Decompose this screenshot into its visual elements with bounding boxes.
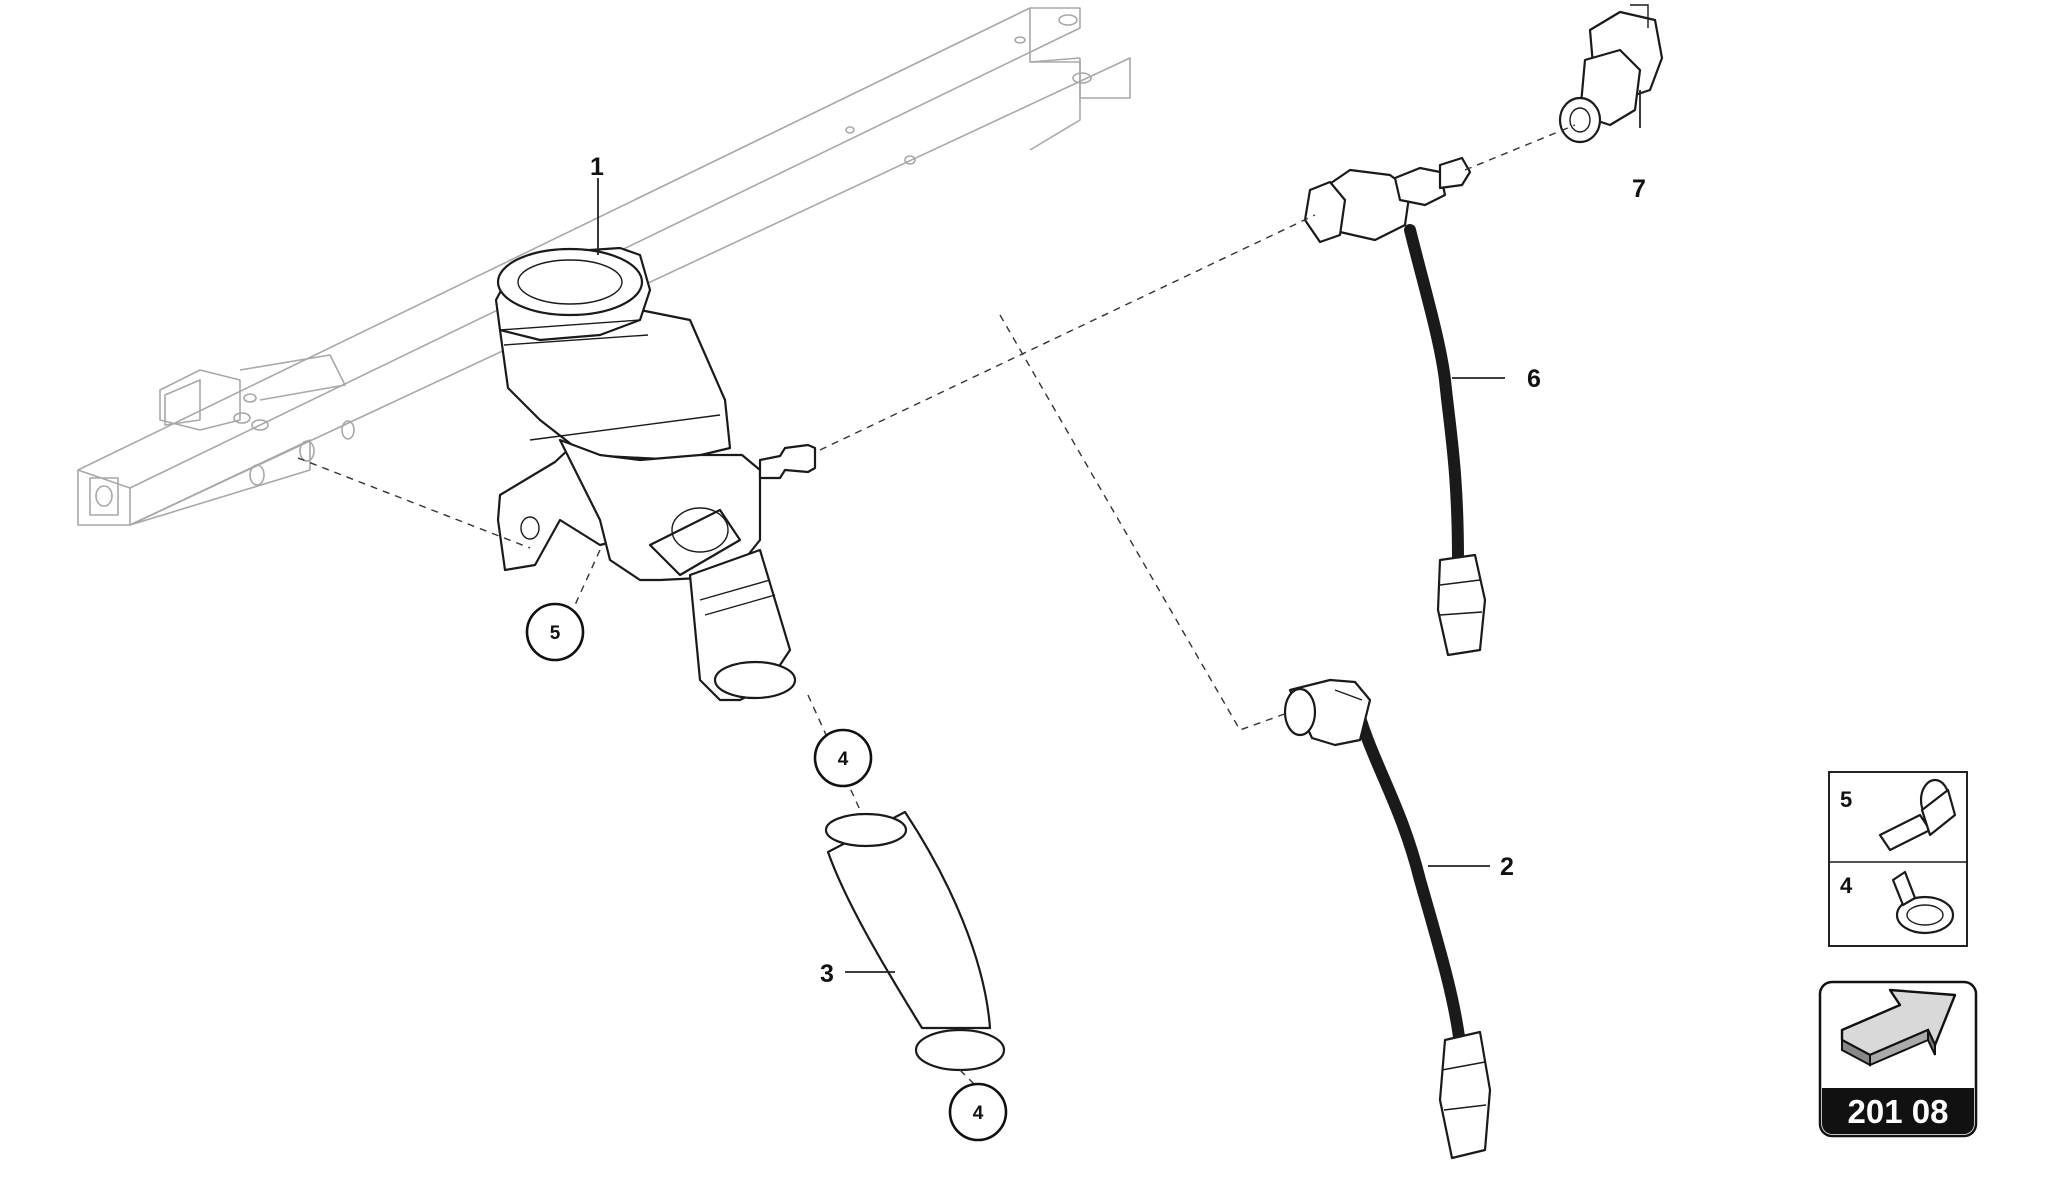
callout-7: 7 [1632, 175, 1646, 203]
callout-3: 3 [820, 960, 834, 988]
bolt-icon [1878, 778, 1957, 852]
legend-label-5: 5 [1840, 787, 1852, 812]
part-3-hose [824, 810, 1006, 1072]
circle-callout-4-top: 4 [813, 728, 873, 788]
part-6-fuel-line [1303, 156, 1487, 657]
reference-badge[interactable]: 201 08 [1818, 980, 1978, 1138]
circle-callout-4-bottom-label: 4 [973, 1103, 984, 1124]
hose-clamp-icon [1891, 870, 1955, 935]
circle-callout-5: 5 [525, 602, 585, 662]
callout-2: 2 [1500, 853, 1514, 881]
part-1-filler-neck [494, 246, 817, 702]
chassis-frame-rail [77, 7, 1131, 526]
assembly-lines [297, 124, 1576, 1086]
callout-6: 6 [1527, 365, 1541, 393]
circle-callout-4-bottom: 4 [948, 1082, 1008, 1142]
part-2-fuel-line [1283, 678, 1492, 1160]
reference-label: 201 08 [1848, 1093, 1949, 1130]
callout-1: 1 [590, 153, 604, 181]
hardware-legend: 5 4 [1828, 771, 1968, 947]
circle-callout-5-label: 5 [550, 623, 561, 644]
leader-lines [597, 90, 1641, 973]
part-7-connector [1558, 4, 1664, 144]
legend-label-4: 4 [1840, 873, 1853, 898]
arrow-icon [1840, 988, 1957, 1067]
circle-callout-4-top-label: 4 [838, 749, 849, 770]
